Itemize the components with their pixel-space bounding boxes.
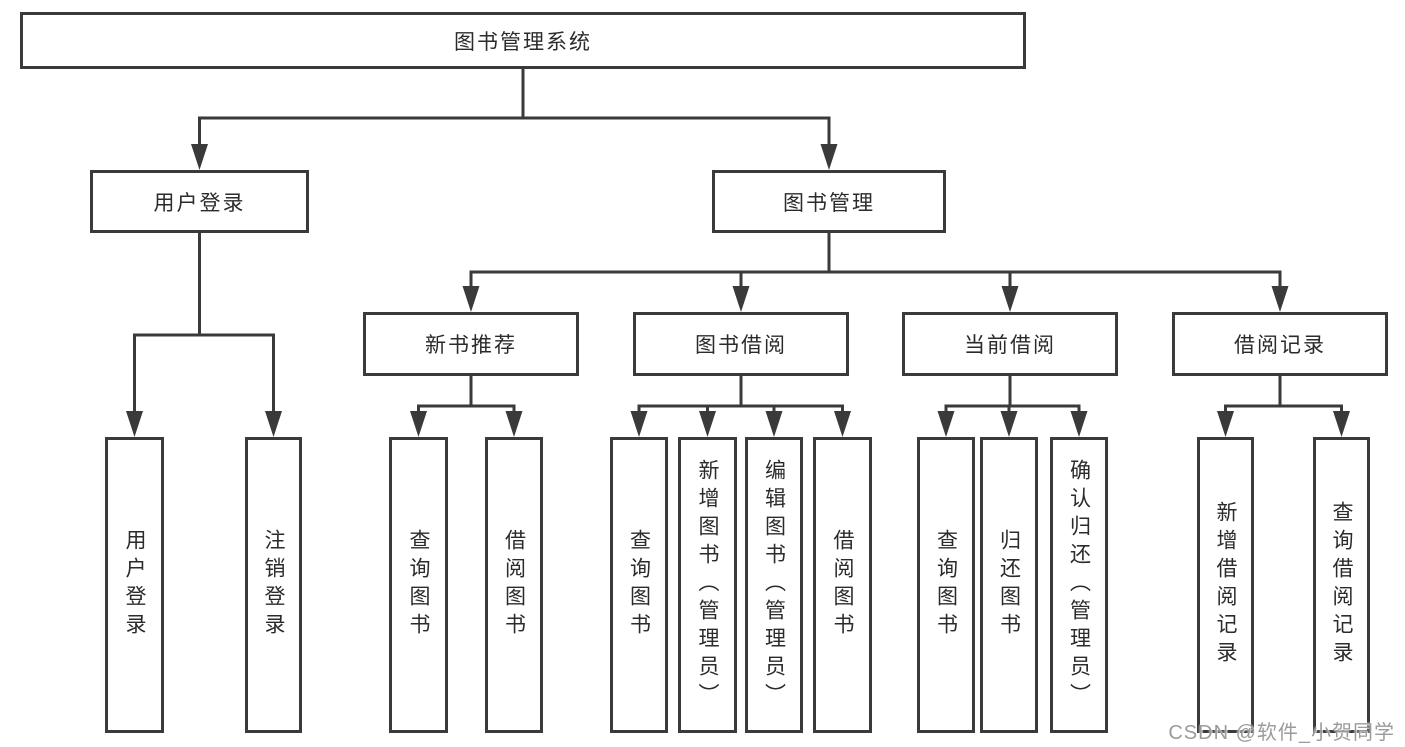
connector-book-mgmt-to-level3: [469, 233, 1282, 290]
arrow-down-icon: [834, 411, 851, 437]
node-label: 注销登录: [262, 529, 285, 641]
node-leaf-edit-books-admin: 编辑图书（管理员）: [745, 437, 803, 733]
node-library-management-system: 图书管理系统: [20, 12, 1026, 69]
node-leaf-user-login: 用户登录: [105, 437, 164, 733]
node-leaf-query-books-2: 查询图书: [610, 437, 668, 733]
node-label: 图书管理: [783, 191, 875, 215]
connector-current-borrow-to-children: [944, 376, 1081, 415]
node-user-login: 用户登录: [90, 170, 309, 233]
connector-root-to-level2: [198, 69, 831, 148]
node-label: 确认归还（管理员）: [1067, 459, 1091, 711]
node-label: 新增借阅记录: [1214, 501, 1237, 669]
arrow-down-icon: [937, 411, 955, 437]
arrow-down-icon: [505, 411, 523, 437]
node-label: 查询图书: [407, 529, 430, 641]
node-label: 查询借阅记录: [1330, 501, 1353, 669]
node-leaf-add-books-admin: 新增图书（管理员）: [678, 437, 737, 733]
arrow-down-icon: [462, 286, 480, 312]
arrow-down-icon: [820, 144, 838, 170]
node-label: 借阅图书: [831, 529, 854, 641]
node-leaf-logout: 注销登录: [245, 437, 302, 733]
connector-new-book-to-children: [417, 376, 516, 415]
node-label: 借阅图书: [502, 529, 526, 641]
node-new-book-recommend: 新书推荐: [363, 312, 579, 376]
connector-user-login-to-children: [133, 233, 275, 415]
node-label: 归还图书: [997, 529, 1021, 641]
node-borrowing-records: 借阅记录: [1172, 312, 1388, 376]
arrow-down-icon: [699, 411, 716, 437]
arrow-down-icon: [1217, 411, 1234, 437]
arrow-down-icon: [126, 411, 143, 437]
arrow-down-icon: [630, 411, 648, 437]
arrow-down-icon: [1333, 411, 1350, 437]
arrow-down-icon: [191, 144, 208, 170]
arrow-down-icon: [265, 411, 282, 437]
node-label: 编辑图书（管理员）: [762, 459, 786, 711]
node-label: 当前借阅: [964, 334, 1056, 357]
node-book-borrowing: 图书借阅: [633, 312, 849, 376]
node-label: 查询图书: [627, 529, 651, 641]
arrow-down-icon: [732, 286, 750, 312]
node-label: 查询图书: [934, 529, 958, 641]
node-leaf-query-books-1: 查询图书: [389, 437, 448, 733]
node-label: 借阅记录: [1234, 334, 1326, 357]
node-leaf-query-borrow-record: 查询借阅记录: [1313, 437, 1370, 733]
node-leaf-borrow-books-1: 借阅图书: [485, 437, 543, 733]
arrow-down-icon: [765, 411, 783, 437]
node-label: 新书推荐: [425, 334, 517, 357]
arrow-down-icon: [410, 411, 427, 437]
node-label: 图书管理系统: [454, 30, 592, 54]
arrow-down-icon: [1271, 286, 1289, 312]
connector-book-borrow-to-children: [637, 376, 844, 415]
arrow-down-icon: [1000, 411, 1018, 437]
node-leaf-borrow-books-2: 借阅图书: [813, 437, 872, 733]
node-leaf-confirm-return-admin: 确认归还（管理员）: [1050, 437, 1108, 733]
node-leaf-query-books-3: 查询图书: [917, 437, 975, 733]
node-label: 用户登录: [153, 191, 246, 215]
node-label: 新增图书（管理员）: [696, 459, 719, 711]
arrow-down-icon: [1001, 286, 1019, 312]
watermark: CSDN @软件_小贺同学: [1168, 722, 1395, 744]
arrow-down-icon: [1070, 411, 1088, 437]
node-current-borrowing: 当前借阅: [902, 312, 1118, 376]
node-label: 用户登录: [123, 529, 146, 641]
node-leaf-add-borrow-record: 新增借阅记录: [1197, 437, 1254, 733]
node-leaf-return-books: 归还图书: [980, 437, 1038, 733]
node-book-management: 图书管理: [712, 170, 946, 233]
connector-borrow-records-to-children: [1224, 376, 1343, 415]
node-label: 图书借阅: [695, 334, 787, 357]
